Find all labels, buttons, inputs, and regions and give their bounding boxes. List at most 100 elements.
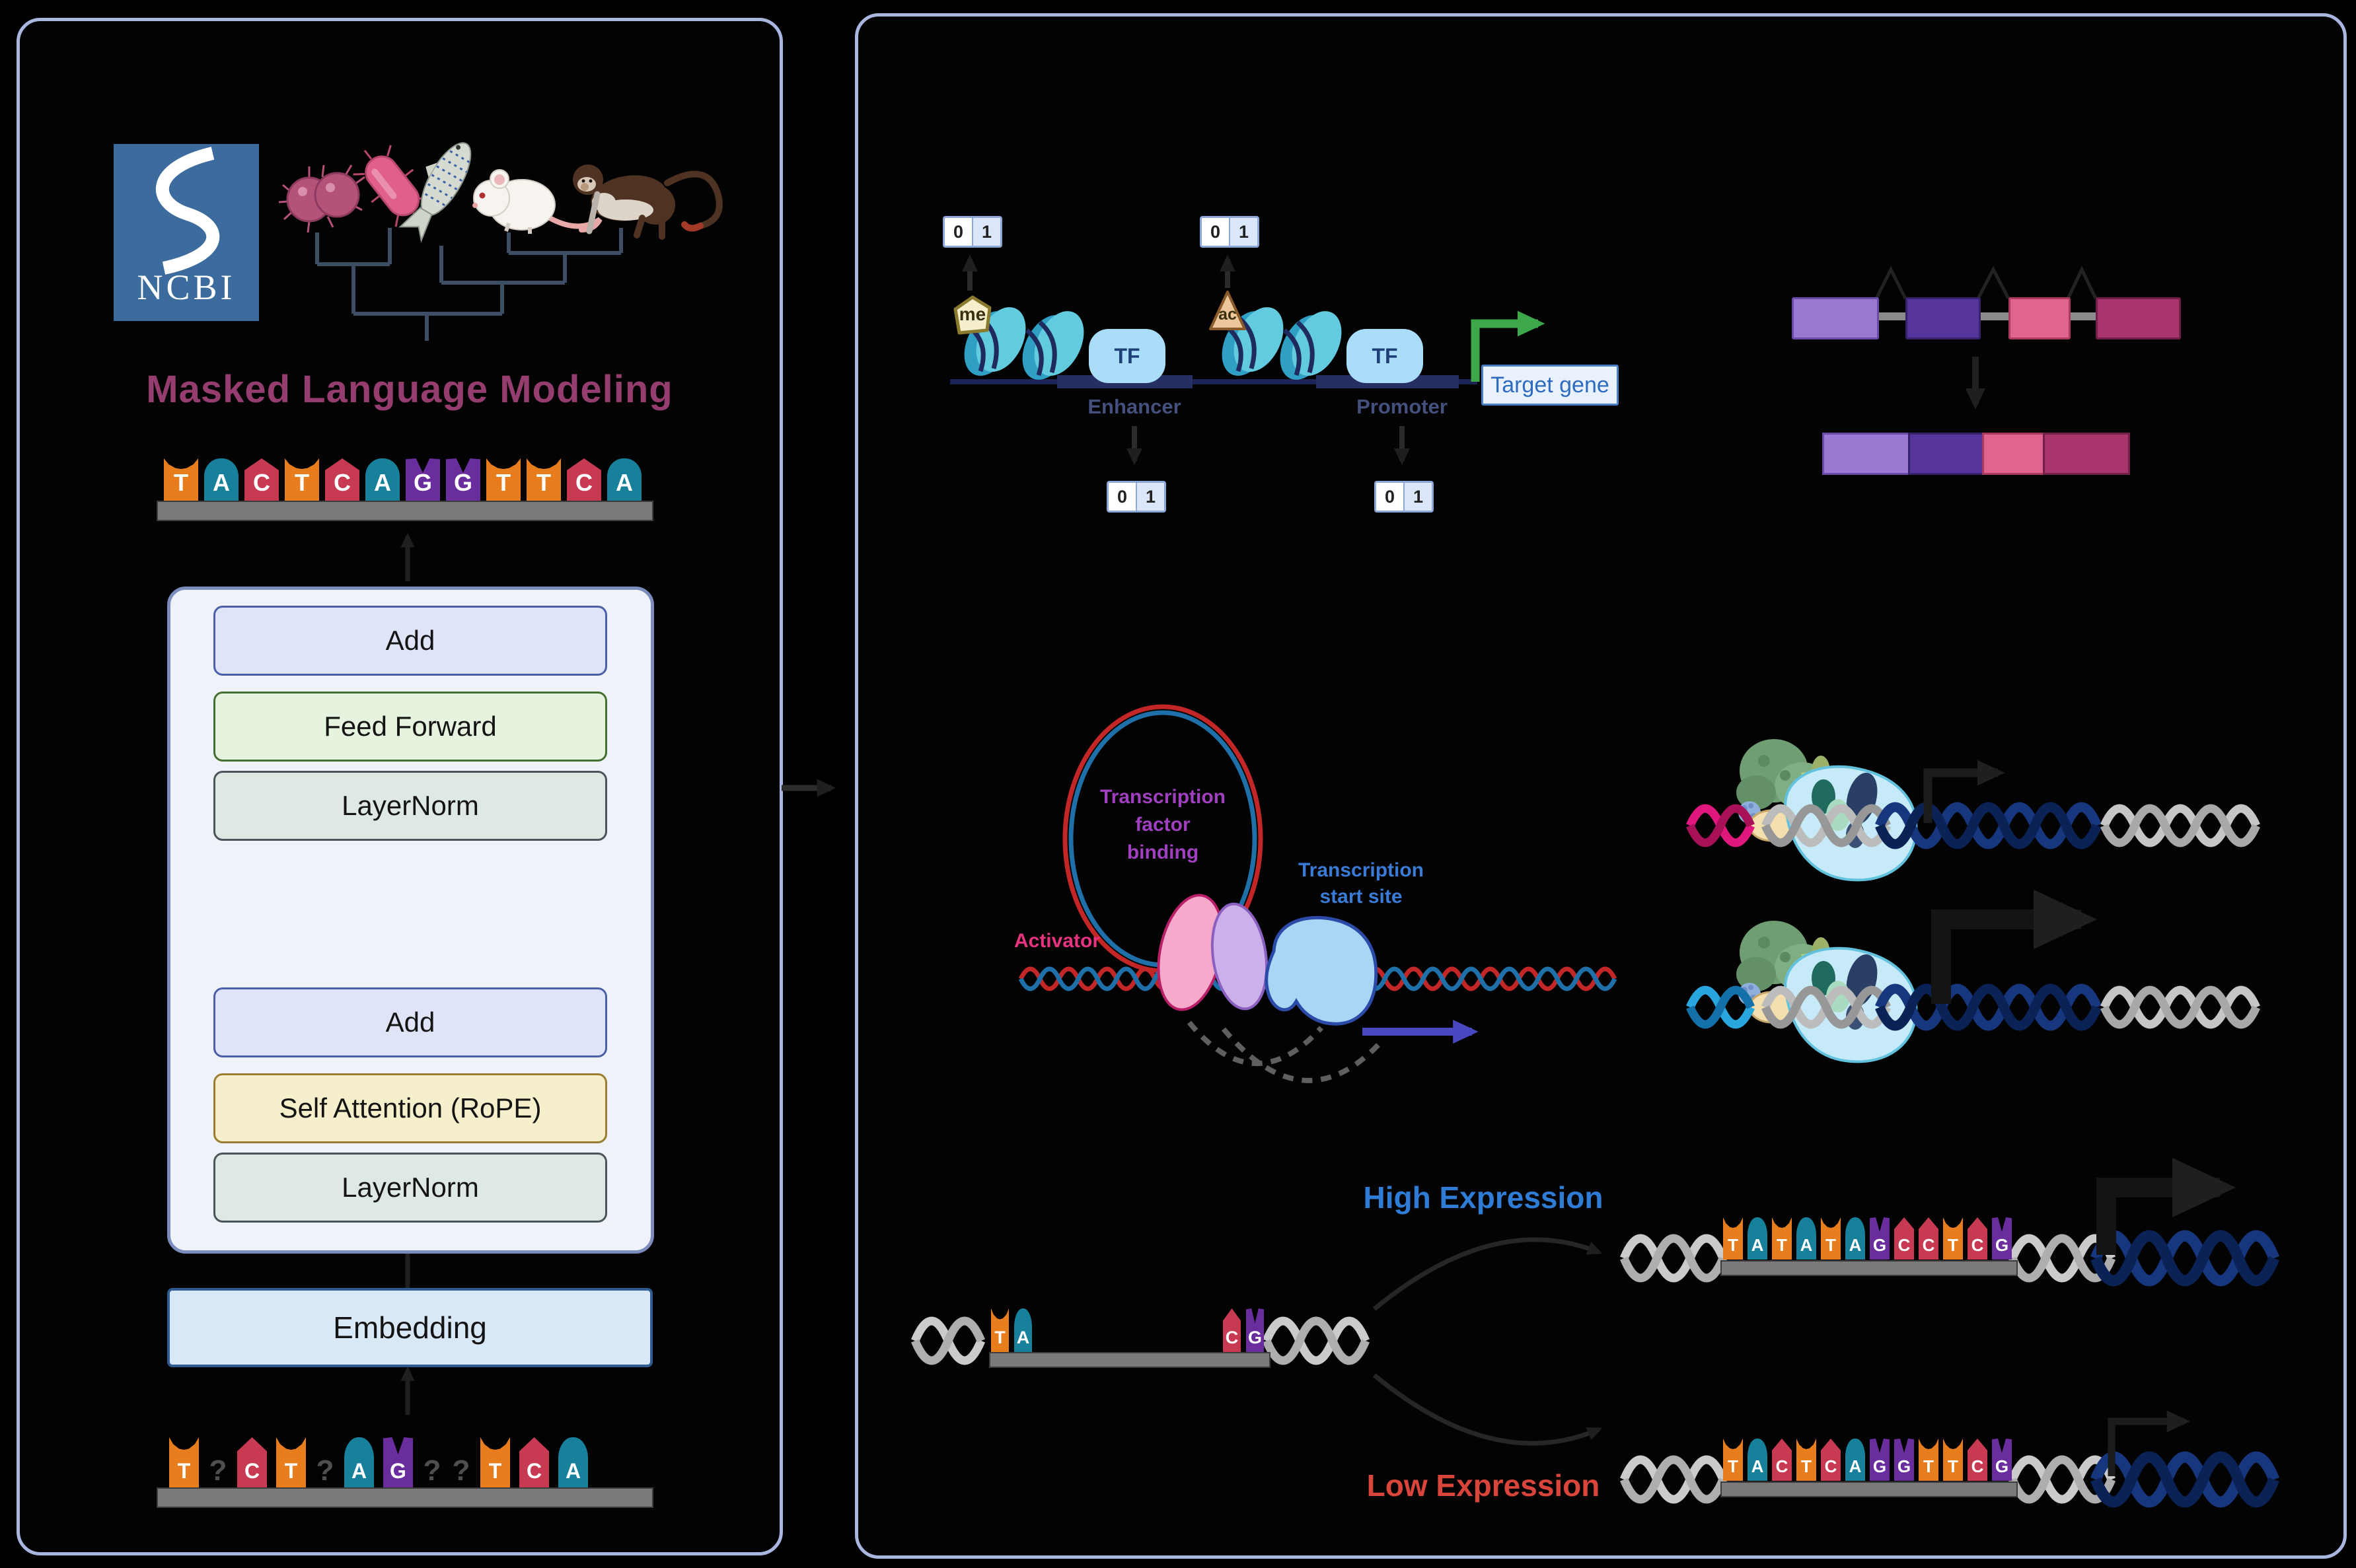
token-C: C <box>1772 1439 1792 1481</box>
token-A: A <box>1748 1217 1767 1260</box>
token-A: A <box>1748 1439 1767 1481</box>
token-C: C <box>1894 1217 1914 1260</box>
token-T: T <box>991 1308 1009 1352</box>
bit-1: 1 <box>1403 483 1432 511</box>
tf-binding-label: Transcription factor binding <box>1084 783 1242 867</box>
methyl-label: me <box>959 304 986 324</box>
acetylation-bits: 0 1 <box>1200 216 1259 248</box>
coccus-bacteria-icon <box>278 164 365 233</box>
ncbi-logo: NCBI <box>114 144 259 321</box>
low-sequence-bar <box>1720 1481 2018 1497</box>
layernorm-block-bottom: LayerNorm <box>213 1153 607 1223</box>
spliced-exon-3 <box>1982 433 2047 475</box>
token-T: T <box>1943 1439 1963 1481</box>
masked-sequence-bar <box>157 1487 653 1508</box>
token-G: G <box>1870 1439 1890 1481</box>
acetyl-label: ac <box>1218 305 1237 324</box>
tf-binding-line1: Transcription <box>1099 786 1226 808</box>
low-expression-label: Low Expression <box>1366 1468 1600 1503</box>
bacillus-bacteria-icon <box>353 145 431 227</box>
token-A: A <box>344 1437 374 1487</box>
token-C: C <box>1968 1217 1987 1260</box>
masked-token: ? <box>209 1454 227 1487</box>
token-T: T <box>486 458 521 501</box>
masked-token: ? <box>452 1454 470 1487</box>
token-G: G <box>1992 1439 2012 1481</box>
self-attention-block: Self Attention (RoPE) <box>213 1073 607 1143</box>
high-sequence-bar <box>1720 1260 2018 1276</box>
token-G: G <box>383 1437 413 1487</box>
bit-0: 0 <box>953 221 964 242</box>
token-G: G <box>446 458 480 501</box>
weak-transcription-arrow <box>1923 760 2005 823</box>
output-sequence-bar <box>157 501 653 521</box>
promoter-label: Promoter <box>1356 395 1448 418</box>
spliced-exon-4 <box>2043 433 2130 475</box>
acetyl-mark <box>1209 291 1246 330</box>
monkey-icon <box>573 164 723 240</box>
token-G: G <box>1894 1439 1914 1481</box>
right-panel <box>855 13 2347 1559</box>
token-T: T <box>1723 1439 1743 1481</box>
embedding-block: Embedding <box>167 1288 653 1367</box>
tss-label: Transcription start site <box>1282 857 1440 910</box>
low-expression-arc <box>1372 1373 1603 1446</box>
construct-bar <box>989 1352 1270 1368</box>
token-C: C <box>237 1437 267 1487</box>
token-T: T <box>1821 1217 1841 1260</box>
promoter-bits: 0 1 <box>1374 481 1434 513</box>
activator-blob-purple <box>1210 902 1269 1011</box>
token-T: T <box>169 1437 199 1487</box>
token-T: T <box>527 458 561 501</box>
splice-junctions <box>1874 266 2098 300</box>
tf-enhancer-box: TF <box>1089 329 1165 383</box>
token-A: A <box>1845 1217 1865 1260</box>
tf-binding-line2: factor <box>1135 814 1191 836</box>
high-expression-arc <box>1372 1237 1603 1311</box>
tf-binding-line3: binding <box>1126 841 1199 863</box>
tss-green-arrow <box>1471 310 1545 382</box>
token-A: A <box>1014 1308 1032 1352</box>
masked-token: ? <box>423 1454 441 1487</box>
bit-0: 0 <box>1210 221 1221 242</box>
bit-0: 0 <box>1117 486 1128 507</box>
token-T: T <box>1919 1439 1938 1481</box>
token-G: G <box>1870 1217 1890 1260</box>
token-G: G <box>1992 1217 2012 1260</box>
token-C: C <box>567 458 601 501</box>
mlm-title: Masked Language Modeling <box>146 368 673 411</box>
methylation-bits: 0 1 <box>943 216 1002 248</box>
token-C: C <box>1968 1439 1987 1481</box>
token-C: C <box>325 458 359 501</box>
token-T: T <box>1772 1217 1792 1260</box>
masked-token: ? <box>316 1454 334 1487</box>
tss-blob <box>1265 915 1378 1026</box>
spliced-exon-2 <box>1908 433 1986 475</box>
token-T: T <box>1943 1217 1963 1260</box>
exon-3 <box>2008 297 2071 339</box>
token-G: G <box>1246 1308 1264 1352</box>
token-C: C <box>519 1437 549 1487</box>
tss-line1: Transcription <box>1298 859 1424 881</box>
token-A: A <box>1796 1217 1816 1260</box>
enhancer-bits: 0 1 <box>1107 481 1166 513</box>
token-T: T <box>1796 1439 1816 1481</box>
layernorm-block-top: LayerNorm <box>213 771 607 841</box>
exon-1 <box>1792 297 1879 339</box>
tf-promoter-box: TF <box>1346 329 1423 383</box>
low-expression-small-arrow <box>2108 1410 2190 1476</box>
token-T: T <box>285 458 319 501</box>
token-A: A <box>607 458 642 501</box>
token-A: A <box>204 458 239 501</box>
exon-4 <box>2096 297 2181 339</box>
token-A: A <box>558 1437 588 1487</box>
token-G: G <box>406 458 440 501</box>
token-C: C <box>244 458 279 501</box>
token-T: T <box>480 1437 510 1487</box>
